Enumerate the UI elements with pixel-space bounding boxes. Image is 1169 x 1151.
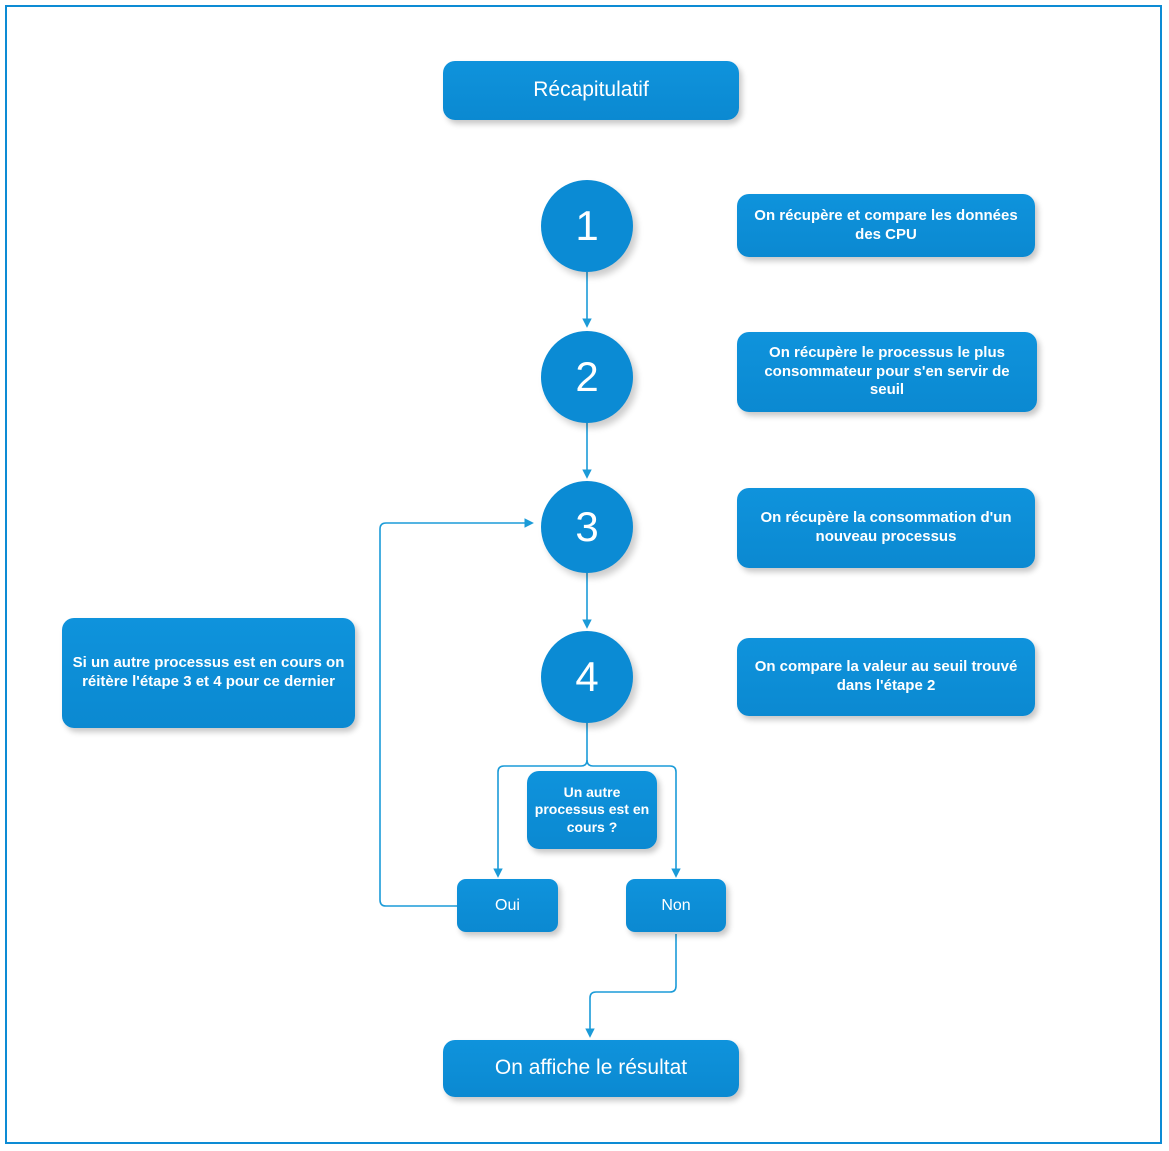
branch-non[interactable]: Non xyxy=(626,879,726,932)
decision-box: Un autre processus est en cours ? xyxy=(527,771,657,849)
connector-oui-loopback xyxy=(379,518,534,907)
loop-note: Si un autre processus est en cours on ré… xyxy=(62,618,355,728)
step-note-1: On récupère et compare les données des C… xyxy=(737,194,1035,257)
step-note-3: On récupère la consommation d'un nouveau… xyxy=(737,488,1035,568)
step-circle-3[interactable]: 3 xyxy=(541,481,633,573)
canvas-border xyxy=(5,5,1162,1144)
step-circle-1[interactable]: 1 xyxy=(541,180,633,272)
step-note-2: On récupère le processus le plus consomm… xyxy=(737,332,1037,412)
diagram-title: Récapitulatif xyxy=(443,61,739,120)
step-note-4: On compare la valeur au seuil trouvé dan… xyxy=(737,638,1035,716)
step-circle-4[interactable]: 4 xyxy=(541,631,633,723)
step-circle-2[interactable]: 2 xyxy=(541,331,633,423)
result-node: On affiche le résultat xyxy=(443,1040,739,1097)
branch-oui[interactable]: Oui xyxy=(457,879,558,932)
connector-non-result xyxy=(585,934,677,1038)
